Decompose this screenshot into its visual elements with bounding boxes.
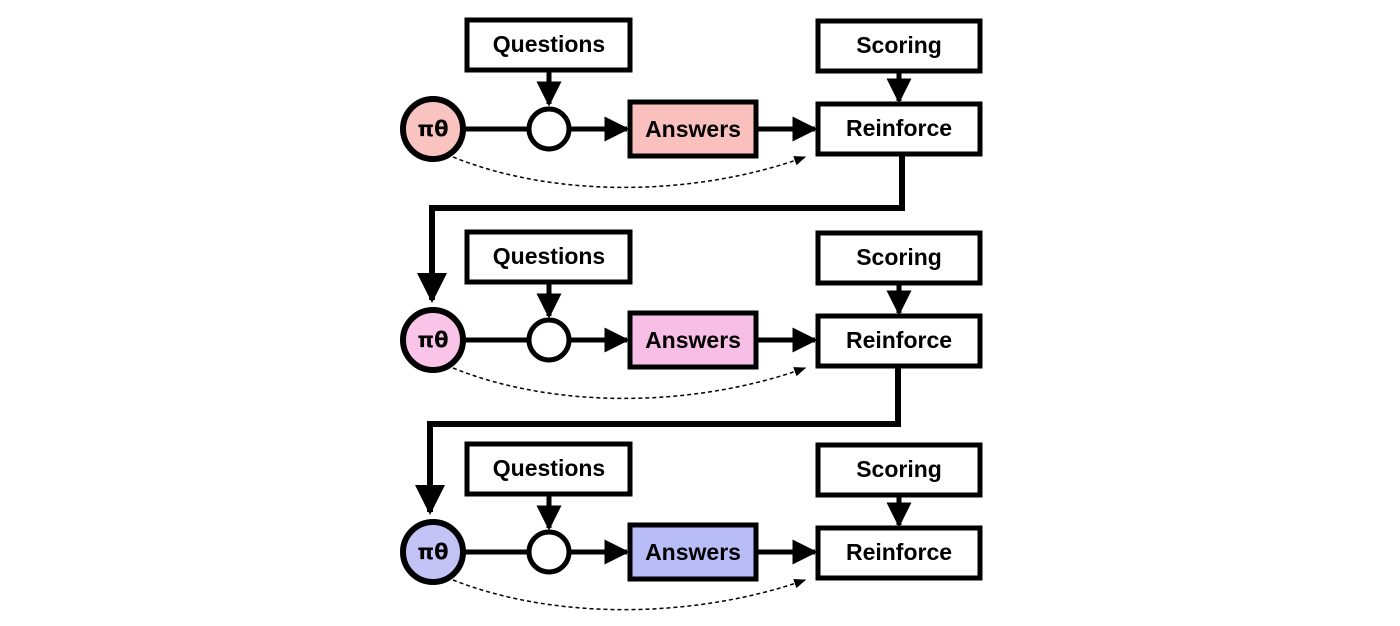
sampler-node bbox=[526, 106, 572, 152]
policy-node: πθ bbox=[400, 307, 466, 373]
answers-box: Answers bbox=[627, 522, 759, 582]
questions-box: Questions bbox=[464, 17, 633, 73]
policy-label: πθ bbox=[417, 540, 448, 564]
scoring-label: Scoring bbox=[856, 244, 942, 270]
reinforce-box: Reinforce bbox=[815, 525, 983, 581]
scoring-label: Scoring bbox=[856, 456, 942, 482]
reinforce-label: Reinforce bbox=[846, 539, 952, 565]
policy-to-reinforce-dashed-arrow bbox=[452, 156, 807, 189]
answers-box: Answers bbox=[627, 310, 759, 370]
questions-label: Questions bbox=[493, 31, 605, 57]
scoring-box: Scoring bbox=[815, 442, 983, 498]
policy-label: πθ bbox=[417, 117, 448, 141]
answers-label: Answers bbox=[645, 539, 741, 565]
update-connector-arrow-1 bbox=[417, 154, 905, 303]
reinforce-label: Reinforce bbox=[846, 115, 952, 141]
update-connector-arrow-2 bbox=[415, 366, 901, 515]
questions-box: Questions bbox=[464, 441, 633, 497]
questions-label: Questions bbox=[493, 243, 605, 269]
sampler-node bbox=[526, 529, 572, 575]
policy-to-reinforce-dashed-arrow bbox=[452, 579, 807, 611]
row-3: Questions πθ Answers Scoring Reinforce bbox=[400, 441, 983, 611]
answers-box: Answers bbox=[627, 99, 759, 159]
scoring-box: Scoring bbox=[815, 18, 983, 74]
scoring-label: Scoring bbox=[856, 32, 942, 58]
reinforce-label: Reinforce bbox=[846, 327, 952, 353]
scoring-box: Scoring bbox=[815, 230, 983, 286]
row-1: Questions πθ Answers Scoring Reinforce bbox=[400, 17, 983, 189]
answers-label: Answers bbox=[645, 327, 741, 353]
reinforce-box: Reinforce bbox=[815, 101, 983, 157]
questions-label: Questions bbox=[493, 455, 605, 481]
policy-node: πθ bbox=[400, 519, 466, 585]
policy-to-reinforce-dashed-arrow bbox=[452, 367, 807, 400]
questions-box: Questions bbox=[464, 229, 633, 285]
policy-node: πθ bbox=[400, 96, 466, 162]
sampler-node bbox=[526, 317, 572, 363]
row-2: Questions πθ Answers Scoring Reinforce bbox=[400, 229, 983, 400]
reinforce-box: Reinforce bbox=[815, 313, 983, 369]
answers-label: Answers bbox=[645, 116, 741, 142]
policy-label: πθ bbox=[417, 328, 448, 352]
